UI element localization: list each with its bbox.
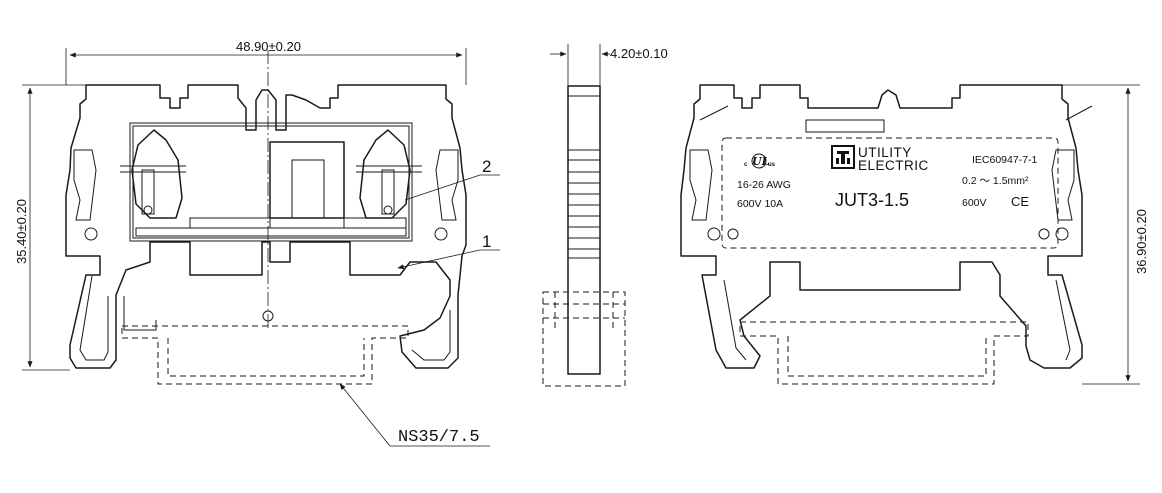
front-spring-right	[359, 129, 411, 219]
back-view: 36.90±0.20	[680, 84, 1149, 385]
front-spring-left-arm	[120, 165, 186, 173]
dim-width-label: 48.90±0.20	[236, 39, 301, 54]
back-test-hole-right-1	[1038, 228, 1050, 240]
front-spring-right-arm	[356, 165, 422, 173]
front-body-outline	[65, 84, 467, 369]
back-test-hole-left-1	[707, 227, 721, 241]
front-spring-left-pin	[143, 205, 153, 215]
side-view: 4.20±0.10	[542, 44, 668, 387]
front-spring-left	[131, 129, 183, 219]
back-test-hole-left-2	[727, 228, 739, 240]
front-clamp-frame-inner	[132, 125, 410, 239]
back-hatch-right	[1065, 105, 1093, 121]
front-bar-step-right	[343, 217, 407, 229]
rating-current-text: 600V 10A	[737, 198, 783, 210]
back-label-area	[721, 137, 1059, 249]
front-foot-left-hook	[123, 296, 157, 331]
front-foot-right	[411, 310, 451, 361]
back-hatch-left	[699, 105, 729, 121]
front-spring-right-slot	[381, 169, 395, 215]
back-top-slot	[805, 119, 885, 133]
callout-rail-label: NS35/7.5	[398, 428, 480, 447]
brand-logo: UTILITY ELECTRIC	[831, 145, 929, 173]
front-channel-right	[435, 149, 459, 221]
model-number: JUT3-1.5	[835, 190, 909, 210]
front-spring-right-pin	[383, 205, 393, 215]
rating-voltage-text: 600V	[962, 197, 987, 209]
standard-text: IEC60947-7-1	[972, 154, 1038, 166]
front-center-hole	[262, 310, 274, 322]
callout-2-label: 2	[482, 157, 491, 176]
side-top-cap	[567, 85, 601, 97]
front-busbar-block	[269, 141, 345, 219]
callouts: 2 1 NS35/7.5	[339, 157, 500, 447]
front-conductor-bar	[135, 227, 407, 237]
back-foot-right	[1055, 279, 1071, 361]
front-test-hole-right	[434, 227, 448, 241]
front-bar-step-left	[189, 217, 271, 229]
front-din-rail	[121, 325, 409, 385]
front-foot-left	[79, 275, 109, 361]
front-view	[65, 50, 467, 385]
ul-suffix: us	[768, 162, 776, 168]
back-channel-right	[1051, 149, 1075, 221]
back-foot-left	[723, 279, 747, 361]
dim-height-label: 35.40±0.20	[14, 199, 29, 264]
dim-back-height-label: 36.90±0.20	[1134, 209, 1149, 274]
back-test-hole-right-2	[1055, 227, 1069, 241]
front-din-rail-inner	[167, 338, 365, 377]
callout-1-label: 1	[482, 232, 491, 251]
front-busbar-slot	[291, 159, 325, 219]
front-spring-left-slot	[141, 169, 155, 215]
callout-1-leader	[397, 249, 481, 270]
callout-rail-leader	[339, 383, 391, 447]
side-din-rail	[542, 291, 626, 387]
ce-mark: CE	[1011, 194, 1029, 209]
awg-range-text: 16-26 AWG	[737, 179, 791, 191]
side-ribs	[568, 149, 600, 259]
front-channel-left	[73, 149, 97, 221]
back-channel-left	[689, 149, 713, 221]
brand-line-1: UTILITY	[858, 145, 912, 160]
ul-prefix: c	[744, 162, 748, 168]
front-dimensions: 48.90±0.20 35.40±0.20	[14, 39, 467, 371]
side-body-outline	[567, 85, 601, 375]
dim-thickness-label: 4.20±0.10	[610, 46, 668, 61]
front-clamp-frame	[129, 122, 413, 242]
back-din-rail-inner	[787, 336, 987, 377]
callout-2-leader	[404, 174, 481, 201]
brand-line-2: ELECTRIC	[858, 158, 929, 173]
front-test-hole-left	[84, 227, 98, 241]
back-din-rail	[739, 321, 1029, 385]
back-body-outline	[680, 84, 1083, 369]
ul-cert-mark: c UL us	[744, 153, 776, 169]
section-range-text: 0.2 ～ 1.5mm²	[962, 175, 1029, 187]
ul-mark: UL	[752, 155, 770, 168]
product-marking: c UL us UTILITY ELECTRIC IEC60947-7-1 16…	[737, 145, 1038, 210]
